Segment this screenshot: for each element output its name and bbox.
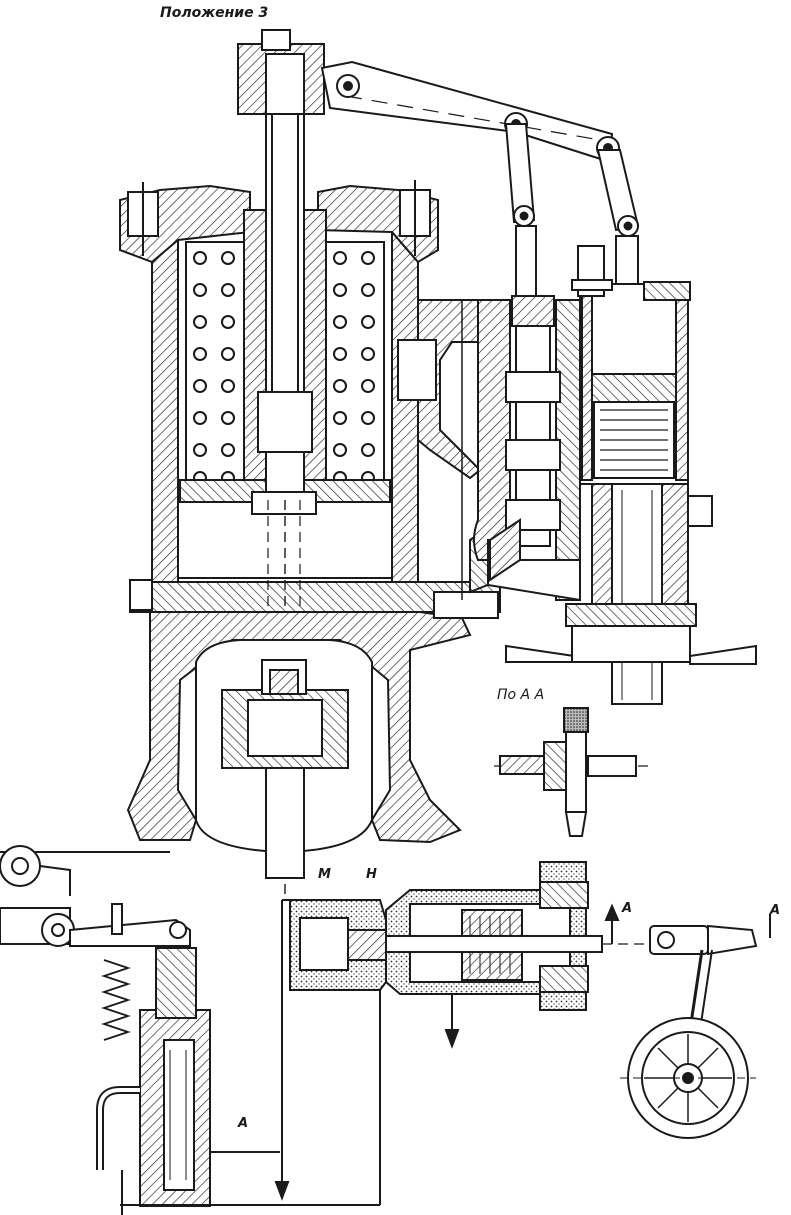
label-n: Н xyxy=(366,867,377,882)
label-a-regulator: А xyxy=(238,1116,249,1131)
pilot-valve xyxy=(473,245,757,705)
lever-linkage xyxy=(320,60,640,307)
governor-wheel xyxy=(620,924,758,1139)
drawing-title: Положение 3 xyxy=(160,5,269,21)
spring-left xyxy=(185,241,245,493)
label-m: М xyxy=(318,867,331,882)
section-aa-view xyxy=(494,707,650,837)
label-a-cylinder: А xyxy=(622,901,633,916)
spring-right xyxy=(325,241,385,493)
section-aa-label: По А А xyxy=(497,687,545,703)
hydraulic-cylinder xyxy=(274,861,771,1205)
label-a-governor: А xyxy=(770,903,781,918)
regulator-assembly xyxy=(0,845,380,1215)
yoke-frame xyxy=(126,579,499,879)
main-valve-housing xyxy=(119,29,501,900)
